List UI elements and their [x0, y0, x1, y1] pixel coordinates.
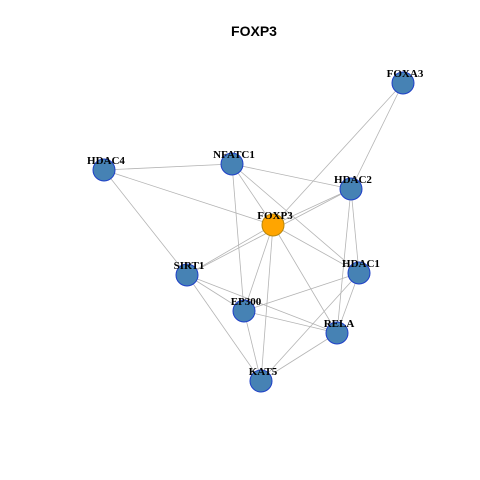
node-label-rela: RELA	[324, 318, 355, 330]
edge-nfatc1-hdac2	[231, 163, 352, 190]
node-ep300[interactable]	[232, 299, 256, 323]
node-hdac2[interactable]	[339, 177, 363, 201]
node-hdac4[interactable]	[92, 158, 116, 182]
node-nfatc1[interactable]	[220, 152, 244, 176]
node-rela[interactable]	[325, 321, 349, 345]
edge-hdac2-hdac1	[350, 188, 360, 274]
edge-foxp3-hdac1	[272, 224, 360, 274]
edges-layer	[103, 82, 404, 382]
edge-sirt1-rela	[186, 274, 338, 334]
node-hdac1[interactable]	[347, 261, 371, 285]
node-foxa3[interactable]	[391, 71, 415, 95]
edge-foxp3-ep300	[243, 224, 274, 312]
edge-ep300-kat5	[243, 310, 262, 382]
node-label-nfatc1: NFATC1	[213, 149, 255, 161]
node-label-hdac1: HDAC1	[342, 258, 380, 270]
node-label-foxa3: FOXA3	[387, 68, 424, 80]
edge-foxp3-sirt1	[186, 224, 274, 276]
node-label-hdac2: HDAC2	[334, 174, 372, 186]
edge-sirt1-kat5	[186, 274, 262, 382]
edge-nfatc1-ep300	[231, 163, 245, 312]
nodes-layer	[92, 71, 415, 393]
edge-hdac1-ep300	[243, 272, 360, 312]
node-label-ep300: EP300	[231, 296, 262, 308]
edge-hdac2-rela	[336, 188, 352, 334]
node-label-kat5: KAT5	[249, 366, 278, 378]
node-label-sirt1: SIRT1	[174, 260, 205, 272]
node-kat5[interactable]	[249, 369, 273, 393]
edge-foxp3-hdac2	[272, 188, 352, 226]
node-label-hdac4: HDAC4	[87, 155, 125, 167]
edge-hdac4-sirt1	[103, 169, 188, 276]
node-label-foxp3: FOXP3	[257, 210, 293, 222]
graph-title: FOXP3	[231, 23, 277, 39]
edge-foxp3-nfatc1	[231, 163, 274, 226]
edge-foxa3-hdac2	[350, 82, 404, 190]
edge-rela-kat5	[260, 332, 338, 382]
edge-foxp3-rela	[272, 224, 338, 334]
edge-foxp3-foxa3	[272, 82, 404, 226]
node-sirt1[interactable]	[175, 263, 199, 287]
node-foxp3[interactable]	[261, 213, 285, 237]
edge-hdac4-nfatc1	[103, 163, 233, 171]
edge-foxp3-hdac4	[103, 169, 274, 226]
edge-ep300-rela	[243, 310, 338, 334]
